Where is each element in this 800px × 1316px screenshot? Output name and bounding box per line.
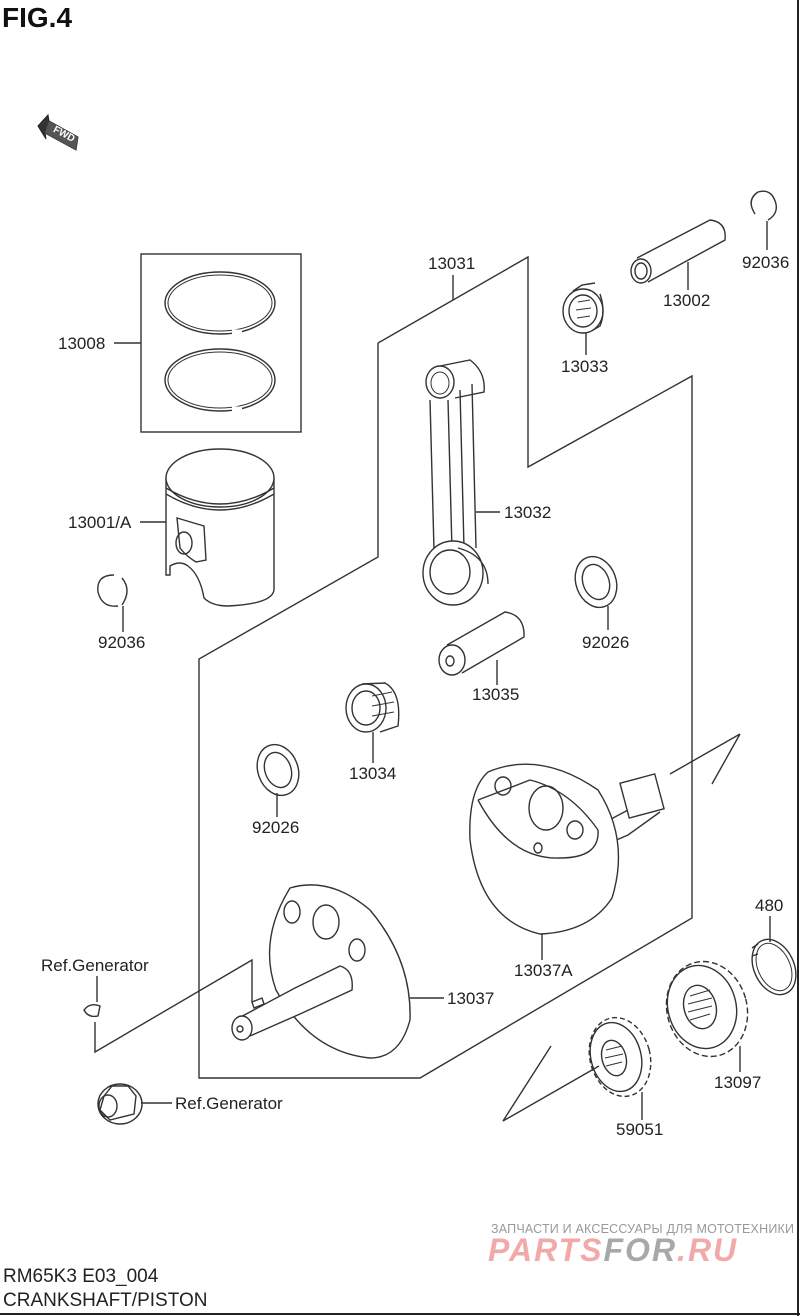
frame-bottom-border bbox=[0, 1313, 800, 1315]
piston-ring-set[interactable] bbox=[140, 253, 302, 433]
part-label-13034[interactable]: 13034 bbox=[349, 764, 396, 783]
part-label-92036-left[interactable]: 92036 bbox=[98, 633, 145, 652]
part-label-92026-right[interactable]: 92026 bbox=[582, 633, 629, 652]
watermark-logo-ru: .RU bbox=[677, 1232, 739, 1268]
piston[interactable] bbox=[165, 448, 275, 607]
part-label-13035[interactable]: 13035 bbox=[472, 685, 519, 704]
crank-pin[interactable] bbox=[438, 611, 525, 676]
part-label-13033[interactable]: 13033 bbox=[561, 357, 608, 376]
gear-callout-line bbox=[502, 1045, 600, 1122]
part-label-92036-right[interactable]: 92036 bbox=[742, 253, 789, 272]
connecting-rod[interactable] bbox=[422, 359, 489, 606]
watermark-tagline: ЗАПЧАСТИ И АКСЕССУАРЫ ДЛЯ МОТОТЕХНИКИ bbox=[491, 1222, 795, 1236]
crankshaft-right[interactable] bbox=[469, 733, 741, 935]
big-end-bearing[interactable] bbox=[345, 682, 400, 733]
piston-circlip-left[interactable] bbox=[97, 574, 128, 607]
watermark-logo-for: FOR bbox=[603, 1232, 678, 1268]
fwd-arrow-icon: FWD bbox=[37, 113, 79, 151]
section-name: CRANKSHAFT/PISTON bbox=[3, 1290, 208, 1311]
circlip[interactable] bbox=[744, 932, 800, 1001]
ref-generator-nut-label[interactable]: Ref.Generator bbox=[175, 1094, 283, 1113]
thrust-washer-right[interactable] bbox=[568, 551, 623, 614]
primary-gear[interactable] bbox=[656, 952, 758, 1065]
small-end-bearing[interactable] bbox=[562, 282, 604, 334]
part-label-13001A[interactable]: 13001/A bbox=[68, 513, 132, 532]
piston-circlip-right[interactable] bbox=[750, 190, 778, 221]
ref-generator-key-label[interactable]: Ref.Generator bbox=[41, 956, 149, 975]
frame-right-border bbox=[797, 0, 799, 1316]
flange-nut[interactable] bbox=[97, 1083, 143, 1125]
part-label-92026-left[interactable]: 92026 bbox=[252, 818, 299, 837]
part-label-13037A[interactable]: 13037A bbox=[514, 961, 573, 980]
piston-pin[interactable] bbox=[630, 219, 726, 284]
key-callout-line bbox=[94, 958, 253, 1054]
woodruff-key[interactable] bbox=[83, 1003, 101, 1018]
part-label-13002[interactable]: 13002 bbox=[663, 291, 710, 310]
part-label-13032[interactable]: 13032 bbox=[504, 503, 551, 522]
part-label-13031[interactable]: 13031 bbox=[428, 254, 475, 273]
part-label-480[interactable]: 480 bbox=[755, 896, 783, 915]
spacer-gear[interactable] bbox=[581, 1011, 660, 1104]
figure-title: FIG.4 bbox=[2, 2, 73, 33]
watermark-logo: PARTSFOR.RU bbox=[488, 1232, 738, 1269]
part-label-59051[interactable]: 59051 bbox=[616, 1120, 663, 1139]
watermark-logo-parts: PARTS bbox=[488, 1232, 604, 1268]
assembly-outline bbox=[198, 255, 693, 1079]
part-label-13037[interactable]: 13037 bbox=[447, 989, 494, 1008]
part-label-13008[interactable]: 13008 bbox=[58, 334, 105, 353]
crankshaft-left[interactable] bbox=[231, 884, 411, 1059]
part-label-13097[interactable]: 13097 bbox=[714, 1073, 761, 1092]
thrust-washer-left[interactable] bbox=[250, 739, 305, 802]
model-code: RM65K3 E03_004 bbox=[3, 1266, 159, 1287]
